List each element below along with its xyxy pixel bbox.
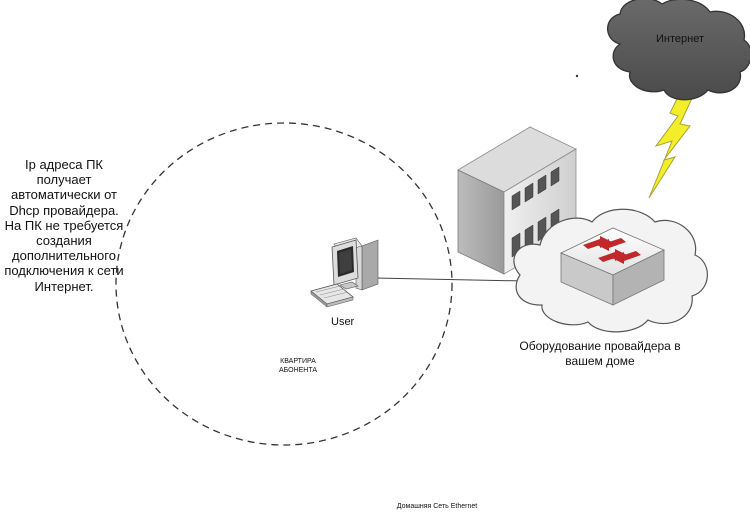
user-label: User [331,316,355,328]
provider-equipment-label: Оборудование провайдера в вашем доме [519,339,681,368]
computer-icon [310,237,379,308]
apartment-label-line2: АБОНЕНТА [278,367,318,374]
apartment-boundary-circle [115,122,453,446]
building-icon [457,126,577,275]
internet-label: Интернет [656,33,704,45]
apartment-label-line1: КВАРТИРА [280,358,316,365]
lightning-icon [648,90,695,199]
network-switch-icon [560,227,665,306]
internet-cloud-shape [606,0,750,101]
diagram-caption: Домашняя Сеть Ethernet [396,503,478,510]
decorative-dot [575,74,579,78]
left-note-text: Ip адреса ПК получает автоматически от D… [4,157,124,294]
apartment-label: КВАРТИРА АБОНЕНТА [258,357,338,375]
